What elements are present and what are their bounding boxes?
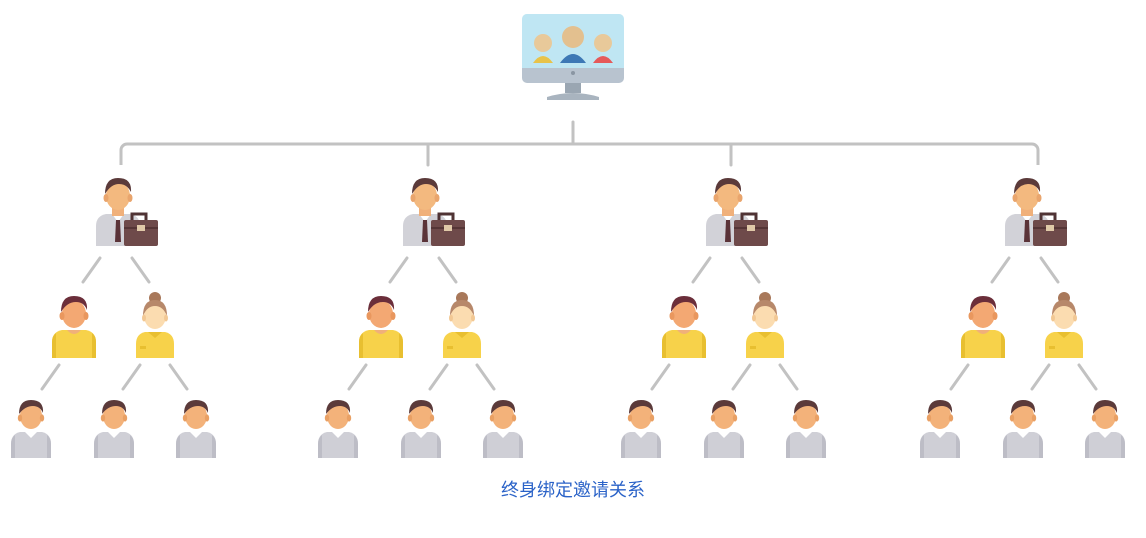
connector-l2-l3 — [650, 363, 671, 391]
man-gray-shirt-icon — [176, 400, 216, 458]
businessman-briefcase-icon — [401, 176, 467, 248]
man-gray-shirt-icon — [1003, 400, 1043, 458]
connector-l1-l2 — [81, 256, 102, 284]
branch-connector — [119, 142, 1040, 165]
man-gray-shirt-icon — [1085, 400, 1125, 458]
man-gray-shirt-icon — [704, 400, 744, 458]
man-gray-shirt-icon — [318, 400, 358, 458]
man-gray-shirt-icon — [401, 400, 441, 458]
woman-yellow-shirt-icon — [1045, 292, 1083, 358]
woman-yellow-shirt-icon — [136, 292, 174, 358]
connector-l1-l2 — [130, 256, 151, 284]
connector-l1-l2 — [990, 256, 1011, 284]
connector-l2-l3 — [168, 363, 189, 391]
man-gray-shirt-icon — [94, 400, 134, 458]
connector-l1-l2 — [437, 256, 458, 284]
woman-yellow-shirt-icon — [746, 292, 784, 358]
connector-l2-l3 — [475, 363, 496, 391]
connector-l2-l3 — [731, 363, 752, 391]
woman-yellow-shirt-icon — [443, 292, 481, 358]
businessman-briefcase-icon — [704, 176, 770, 248]
connector-l1-l2 — [1039, 256, 1060, 284]
diagram-caption: 终身绑定邀请关系 — [501, 480, 645, 501]
connector-l2-l3 — [1030, 363, 1051, 391]
man-gray-shirt-icon — [11, 400, 51, 458]
connector-l2-l3 — [121, 363, 142, 391]
monitor-group-icon — [522, 14, 624, 100]
connector-l2-l3 — [949, 363, 970, 391]
connector-l1-l2 — [740, 256, 761, 284]
man-gray-shirt-icon — [786, 400, 826, 458]
man-yellow-shirt-icon — [961, 296, 1005, 358]
connector-l2-l3 — [778, 363, 799, 391]
connector-l1-l2 — [691, 256, 712, 284]
connector-l2-l3 — [1077, 363, 1098, 391]
man-gray-shirt-icon — [920, 400, 960, 458]
man-yellow-shirt-icon — [359, 296, 403, 358]
businessman-briefcase-icon — [1003, 176, 1069, 248]
connector-l2-l3 — [40, 363, 61, 391]
man-yellow-shirt-icon — [52, 296, 96, 358]
connector-l1-l2 — [388, 256, 409, 284]
connector-l2-l3 — [347, 363, 368, 391]
man-yellow-shirt-icon — [662, 296, 706, 358]
man-gray-shirt-icon — [621, 400, 661, 458]
man-gray-shirt-icon — [483, 400, 523, 458]
businessman-briefcase-icon — [94, 176, 160, 248]
connector-l2-l3 — [428, 363, 449, 391]
